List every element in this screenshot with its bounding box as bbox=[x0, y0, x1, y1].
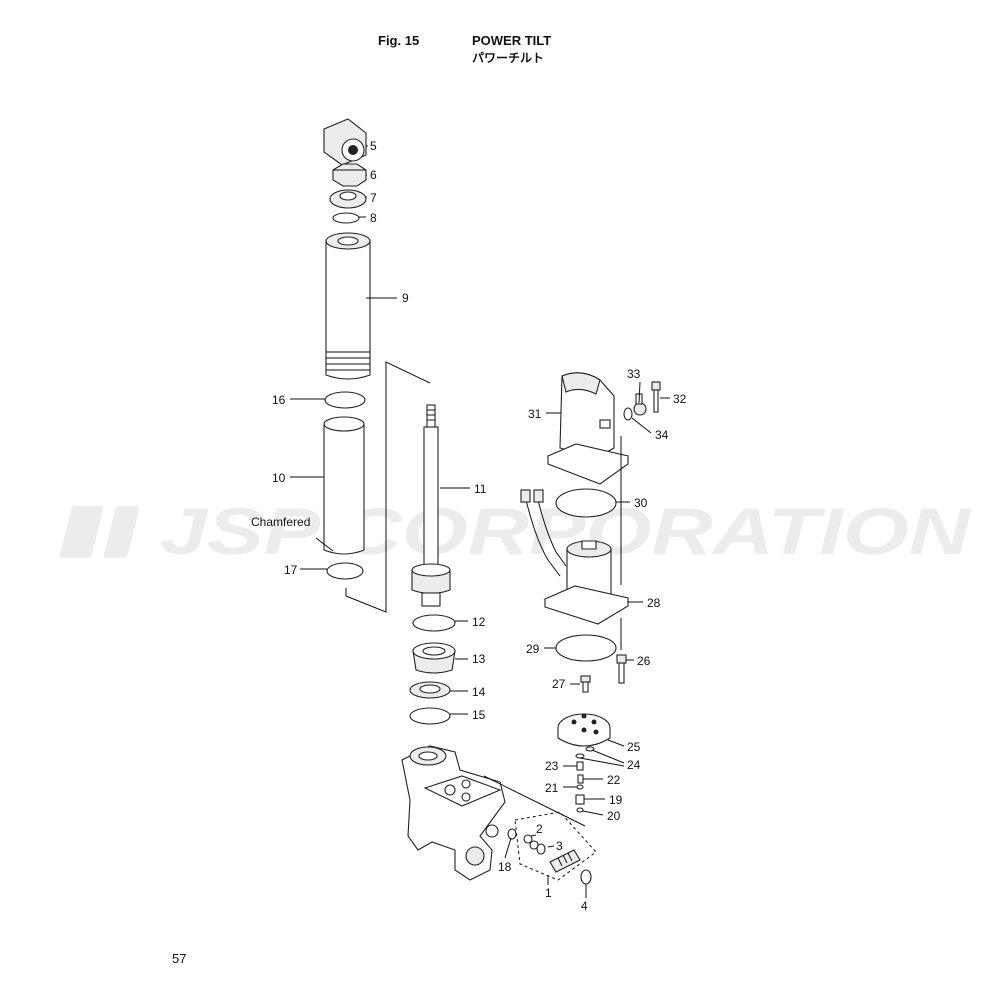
callout-25: 25 bbox=[627, 740, 641, 754]
callout-14: 14 bbox=[472, 685, 486, 699]
callout-23: 23 bbox=[545, 759, 559, 773]
part-piston-rod-11 bbox=[411, 404, 451, 607]
part-cap-5 bbox=[323, 118, 367, 166]
callout-12: 12 bbox=[472, 615, 486, 629]
part-inner-tube-10 bbox=[323, 416, 365, 555]
part-oring-15 bbox=[409, 707, 451, 725]
callout-32: 32 bbox=[673, 392, 687, 406]
part-valve-1 bbox=[549, 849, 581, 873]
part-spring-2 bbox=[523, 834, 539, 850]
part-oring-17 bbox=[326, 562, 364, 580]
callout-30: 30 bbox=[634, 496, 648, 510]
callout-10: 10 bbox=[272, 471, 286, 485]
part-motor-28 bbox=[520, 489, 630, 625]
callout-31: 31 bbox=[528, 407, 542, 421]
part-oring-18 bbox=[507, 828, 517, 840]
callout-4: 4 bbox=[581, 899, 588, 913]
callout-24: 24 bbox=[627, 758, 641, 772]
callout-17: 17 bbox=[284, 563, 298, 577]
callout-33: 33 bbox=[627, 367, 641, 381]
callout-2: 2 bbox=[536, 822, 543, 836]
leader-lines bbox=[290, 145, 670, 898]
callout-9: 9 bbox=[402, 291, 409, 305]
callout-29: 29 bbox=[526, 642, 540, 656]
callout-19: 19 bbox=[609, 793, 623, 807]
callout-numbers: 1 2 3 4 5 6 7 8 9 10 11 12 13 14 15 16 1… bbox=[251, 139, 687, 913]
callout-22: 22 bbox=[607, 773, 621, 787]
callout-7: 7 bbox=[370, 191, 377, 205]
callout-34: 34 bbox=[655, 428, 669, 442]
figure-title: POWER TILT bbox=[472, 33, 552, 48]
callout-26: 26 bbox=[637, 654, 651, 668]
callout-5: 5 bbox=[370, 139, 377, 153]
callout-20: 20 bbox=[607, 809, 621, 823]
callout-28: 28 bbox=[647, 596, 661, 610]
callout-1: 1 bbox=[545, 886, 552, 900]
figure-title-japanese: パワーチルト bbox=[472, 51, 545, 65]
leader-base-to-pump bbox=[483, 775, 586, 827]
part-seal-12 bbox=[412, 614, 456, 632]
part-oring-4 bbox=[580, 869, 592, 885]
part-bolt-32 bbox=[651, 381, 661, 413]
callout-3: 3 bbox=[556, 839, 563, 853]
callout-8: 8 bbox=[370, 211, 377, 225]
part-bolt-26 bbox=[616, 654, 627, 684]
valve-group-box bbox=[514, 811, 597, 881]
part-fitting-33 bbox=[633, 393, 647, 416]
part-oring-30 bbox=[555, 488, 617, 518]
part-collar-7 bbox=[329, 189, 367, 209]
callout-21: 21 bbox=[545, 781, 559, 795]
callout-13: 13 bbox=[472, 652, 486, 666]
page-number: 57 bbox=[172, 951, 187, 966]
callout-6: 6 bbox=[370, 168, 377, 182]
part-oring-3 bbox=[536, 843, 546, 855]
part-ring-14 bbox=[409, 681, 451, 699]
part-oring-8 bbox=[332, 212, 360, 224]
callout-11: 11 bbox=[474, 482, 487, 496]
part-oring-34 bbox=[623, 407, 633, 421]
part-oring-29 bbox=[555, 634, 617, 662]
part-piston-13 bbox=[412, 642, 456, 674]
part-base-housing bbox=[401, 745, 506, 881]
part-oring-16 bbox=[324, 391, 366, 409]
figure-label: Fig. 15 bbox=[378, 33, 420, 48]
part-motor-cover-31 bbox=[546, 372, 630, 485]
part-fitting-27 bbox=[580, 675, 591, 693]
part-pump-25 bbox=[557, 713, 611, 747]
assembly-bracket bbox=[345, 361, 431, 613]
callout-15: 15 bbox=[472, 708, 486, 722]
callout-18: 18 bbox=[498, 860, 512, 874]
callout-16: 16 bbox=[272, 393, 286, 407]
part-nut-6 bbox=[332, 163, 367, 187]
annotation-chamfered: Chamfered bbox=[251, 515, 310, 529]
callout-27: 27 bbox=[552, 677, 566, 691]
part-cylinder-9 bbox=[325, 232, 371, 380]
